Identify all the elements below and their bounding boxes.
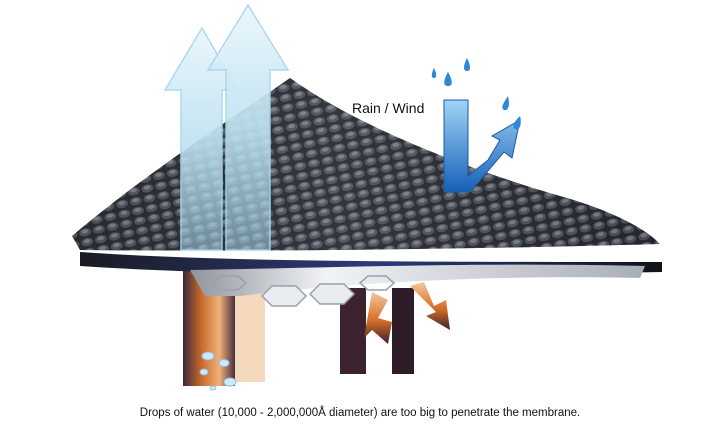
water-drop-icon [431, 58, 521, 130]
rain-wind-label: Rain / Wind [352, 100, 425, 116]
diagram-caption: Drops of water (10,000 - 2,000,000Å diam… [139, 407, 581, 419]
membrane-pores [210, 275, 396, 307]
vapor-arrow-icon [163, 3, 290, 251]
heat-arrow-icon [364, 282, 450, 344]
membrane-layer [190, 264, 645, 296]
rain-arrow-icon [443, 99, 521, 193]
water-bead-icon [199, 351, 237, 391]
